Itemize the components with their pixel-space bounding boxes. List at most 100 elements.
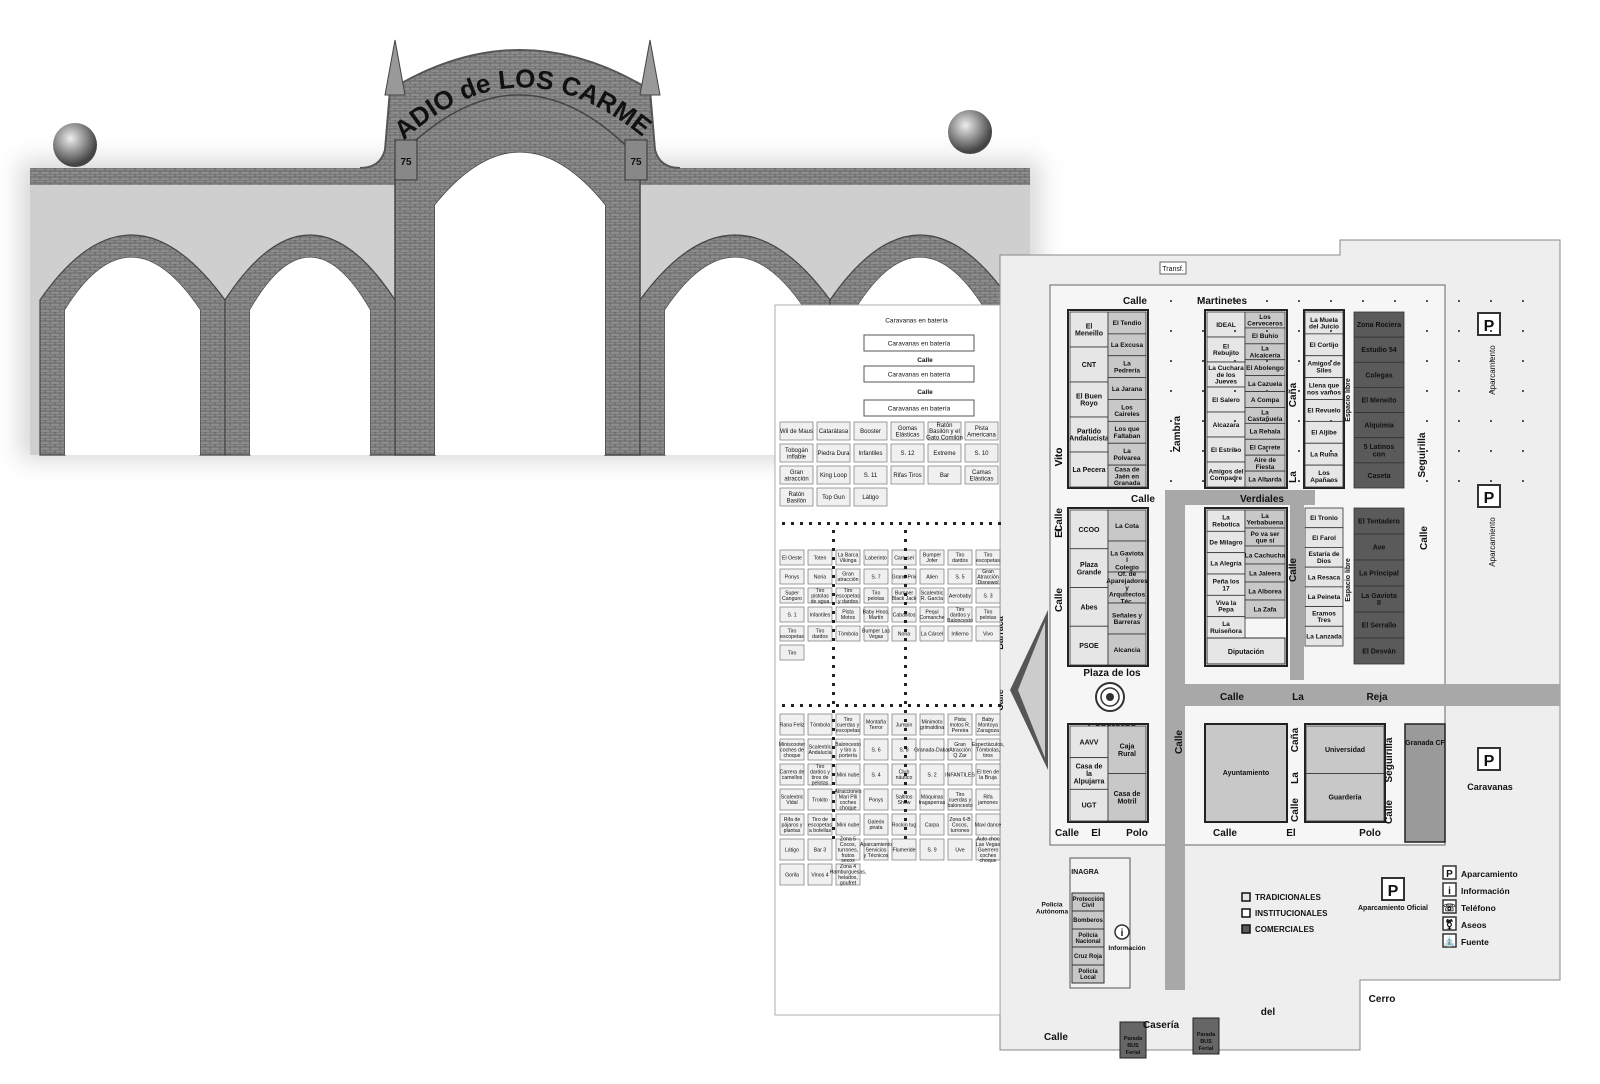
block-e2-cell: [1107, 509, 1147, 542]
path-dot: [953, 704, 956, 707]
label-line: atracción: [784, 476, 808, 482]
attraction-box: [863, 763, 889, 786]
attraction-label: Rifas Tiros: [893, 473, 921, 479]
label-line: Tiro: [816, 588, 825, 594]
block-f2-name: La Cachucha: [1245, 552, 1286, 559]
attraction-box: [919, 763, 945, 786]
path-dot: [832, 701, 835, 704]
label-line: S. 8: [899, 747, 908, 753]
service-legend-label: Fuente: [1461, 937, 1489, 947]
label-line: Protección: [1072, 897, 1103, 903]
street-label: Martinetes: [1197, 296, 1247, 307]
label-line: coches de: [780, 747, 804, 753]
grid-dot: [1458, 420, 1460, 422]
label-line: Infierno: [951, 631, 968, 637]
attraction-box: [835, 863, 861, 886]
label-line: Club: [899, 770, 910, 776]
path-dot: [872, 704, 875, 707]
attraction-box: [807, 788, 833, 811]
label-line: Pista: [954, 717, 966, 723]
label-line: Compadre: [1210, 475, 1243, 482]
grid-dot: [1202, 300, 1204, 302]
label-line: Tiro: [816, 629, 825, 635]
label-line: Alquimia: [1364, 423, 1394, 430]
grid-dot: [1170, 300, 1172, 302]
attraction-label: Noria: [814, 574, 827, 580]
path-dot: [926, 522, 929, 525]
label-line: Tiro: [984, 610, 993, 616]
label-line: Tiro: [844, 588, 853, 594]
label-line: La Pecera: [1072, 467, 1105, 474]
label-line: Vikinga: [840, 558, 857, 564]
label-line: La Rehala: [1250, 429, 1281, 436]
label-line: pelotas: [868, 596, 885, 602]
legend-swatch: [1241, 908, 1251, 918]
label-line: Partido: [1077, 428, 1101, 435]
grid-dot: [1426, 420, 1428, 422]
block-c-cell: [1304, 464, 1344, 488]
label-line: Aire de: [1254, 457, 1276, 464]
attraction-box: [853, 465, 888, 485]
attraction-box: [919, 738, 945, 761]
path-dot: [904, 620, 907, 623]
label-line: de agua: [811, 599, 830, 605]
path-dot: [971, 704, 974, 707]
street-label: El: [1286, 828, 1296, 839]
attraction-box: [891, 713, 917, 736]
label-line: atracción: [837, 577, 858, 583]
path-dot: [832, 620, 835, 623]
attraction-label: S. 12: [900, 451, 915, 457]
block-b2-name: La Albarda: [1248, 476, 1282, 483]
road-la-reja: [1165, 684, 1560, 706]
path-dot: [904, 818, 907, 821]
block-f-name: La Alegría: [1210, 561, 1242, 568]
label-line: Terror: [869, 725, 883, 731]
attraction-box: [807, 813, 833, 836]
grid-dot: [1202, 360, 1204, 362]
service-cell: [1071, 964, 1105, 984]
grid-dot: [1330, 390, 1332, 392]
grid-dot: [1522, 390, 1524, 392]
label-line: Mini nube: [837, 772, 860, 778]
path-dot: [917, 704, 920, 707]
label-line: Gorila: [785, 872, 799, 878]
label-line: Po va ser: [1251, 531, 1280, 538]
label-line: Galeón: [868, 820, 885, 826]
attraction-box: [835, 549, 861, 566]
street-label: Vito: [1054, 448, 1065, 467]
label-line: jamones: [977, 800, 998, 806]
label-line: Super: [785, 591, 799, 597]
label-line: cuerdas y: [949, 797, 972, 803]
label-line: Top Gun: [822, 495, 845, 501]
path-dot: [971, 522, 974, 525]
path-dot: [818, 522, 821, 525]
grid-dot: [1234, 330, 1236, 332]
label-line: Casa de: [1115, 467, 1140, 474]
block-h-name: El Desván: [1362, 648, 1395, 655]
label-line: Ponys: [785, 574, 800, 580]
attraction-box: [853, 421, 888, 441]
label-line: del Juicio: [1309, 324, 1339, 331]
label-line: Montoya: [978, 722, 998, 728]
caravanas-row: [863, 334, 975, 352]
label-line: Plaza: [1080, 562, 1098, 569]
label-line: Martín: [869, 615, 884, 621]
attraction-box: [890, 443, 925, 463]
attraction-label: Grand Prix: [892, 574, 917, 580]
block-b-cell: [1206, 311, 1246, 338]
label-line: Cocos,: [952, 822, 968, 828]
attraction-box: [947, 738, 973, 761]
grid-dot: [1202, 450, 1204, 452]
attraction-box: [779, 625, 805, 642]
attraction-box: [947, 763, 973, 786]
attraction-label: Caballitos: [893, 612, 916, 618]
block-b-cell: [1206, 386, 1246, 413]
